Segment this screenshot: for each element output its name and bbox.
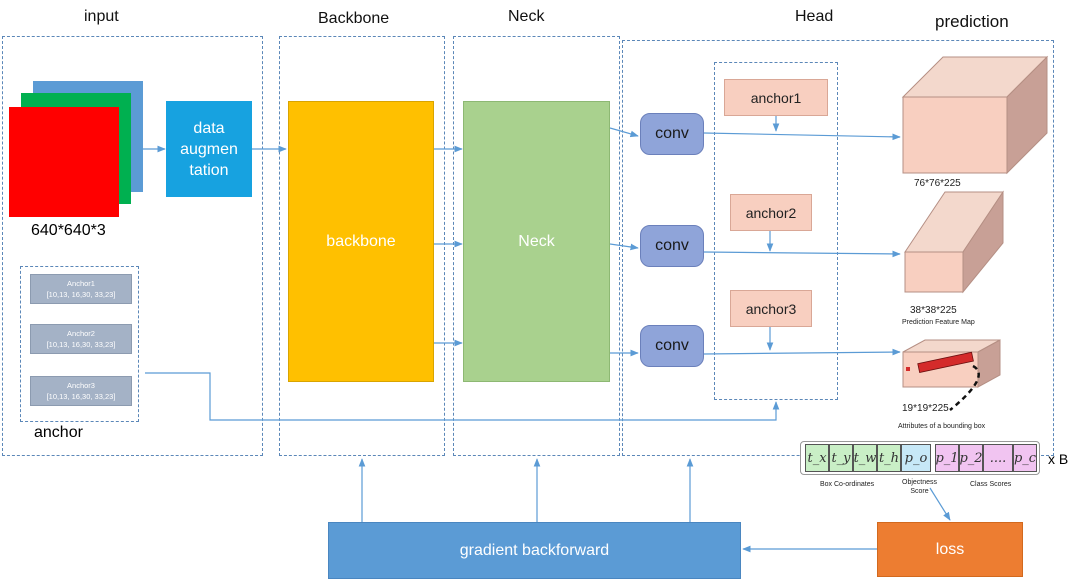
- anchor-region: [20, 266, 139, 422]
- section-title-backbone: Backbone: [318, 10, 390, 27]
- prediction-map-38-label: 38*38*225: [910, 305, 957, 316]
- anchor-card-name: Anchor3: [67, 381, 95, 390]
- anchor-card-3: Anchor3 [10,13, 16,30, 33,23]: [30, 376, 132, 406]
- neck-region: [453, 36, 620, 456]
- conv-block-2: conv: [640, 225, 704, 267]
- input-region: [2, 36, 263, 456]
- prediction-cube-19: [902, 339, 1001, 388]
- bbox-cells: t_x t_y t_w t_h p_o p_1 p_2 .... p_c: [805, 444, 1037, 472]
- backbone-block: backbone: [288, 101, 434, 382]
- head-anchor-label: anchor2: [745, 204, 797, 221]
- gradient-backforward-label: gradient backforward: [459, 541, 610, 559]
- section-title-head: Head: [795, 8, 834, 25]
- section-title-prediction: prediction: [935, 12, 1009, 31]
- conv-label: conv: [655, 125, 689, 142]
- prediction-cube-38: [904, 190, 1004, 294]
- head-anchor-region: [714, 62, 838, 400]
- bbox-cell-tw: t_w: [853, 444, 877, 472]
- bbox-cell-pc: p_c: [1013, 444, 1037, 472]
- head-anchor-2: anchor2: [730, 194, 812, 231]
- anchor-card-1: Anchor1 [10,13, 16,30, 33,23]: [30, 274, 132, 304]
- bbox-cell-ty: t_y: [829, 444, 853, 472]
- bbox-mini-strip: [917, 351, 974, 373]
- anchor-card-2: Anchor2 [10,13, 16,30, 33,23]: [30, 324, 132, 354]
- head-anchor-3: anchor3: [730, 290, 812, 327]
- input-size-label: 640*640*3: [31, 222, 106, 239]
- input-channel-red: [9, 107, 119, 217]
- bbox-cell-dots: ....: [983, 444, 1013, 472]
- anchor-label: anchor: [34, 424, 83, 441]
- bbox-cell-p2: p_2: [959, 444, 983, 472]
- anchor-card-name: Anchor2: [67, 329, 95, 338]
- objectness-score-label: Objectness Score: [902, 479, 938, 495]
- conv-block-3: conv: [640, 325, 704, 367]
- box-coordinates-label: Box Co-ordinates: [820, 481, 875, 488]
- gradient-backforward-block: gradient backforward: [328, 522, 741, 579]
- anchor-card-values: [10,13, 16,30, 33,23]: [46, 290, 116, 299]
- section-title-input: input: [84, 8, 119, 25]
- backbone-region: [279, 36, 445, 456]
- neck-label: Neck: [518, 232, 555, 250]
- section-title-neck: Neck: [508, 8, 545, 25]
- class-scores-label: Class Scores: [970, 481, 1012, 488]
- anchor-card-values: [10,13, 16,30, 33,23]: [46, 340, 116, 349]
- prediction-map-76-label: 76*76*225: [914, 178, 961, 189]
- bbox-attributes-caption: Attributes of a bounding box: [898, 423, 986, 430]
- conv-label: conv: [655, 237, 689, 254]
- backbone-label: backbone: [326, 232, 396, 250]
- conv-block-1: conv: [640, 113, 704, 155]
- bbox-attributes-strip: t_x t_y t_w t_h p_o p_1 p_2 .... p_c: [800, 441, 1040, 475]
- bbox-multiplier: x B: [1048, 451, 1069, 467]
- head-anchor-1: anchor1: [724, 79, 828, 116]
- bbox-cell-th: t_h: [877, 444, 901, 472]
- loss-block: loss: [877, 522, 1023, 577]
- data-augmentation-label: data augmen tation: [180, 119, 238, 179]
- prediction-cube-76: [901, 55, 1049, 175]
- conv-label: conv: [655, 337, 689, 354]
- head-anchor-label: anchor3: [745, 300, 797, 317]
- bbox-cell-tx: t_x: [805, 444, 829, 472]
- prediction-map-19-label: 19*19*225: [902, 403, 949, 414]
- head-anchor-label: anchor1: [750, 89, 802, 106]
- anchor-card-name: Anchor1: [67, 279, 95, 288]
- data-augmentation-block: data augmen tation: [166, 101, 252, 197]
- prediction-feature-map-caption: Prediction Feature Map: [902, 319, 975, 326]
- neck-block: Neck: [463, 101, 610, 382]
- loss-label: loss: [935, 540, 965, 558]
- bbox-cell-p1: p_1: [935, 444, 959, 472]
- anchor-card-values: [10,13, 16,30, 33,23]: [46, 392, 116, 401]
- bbox-cell-po: p_o: [901, 444, 931, 472]
